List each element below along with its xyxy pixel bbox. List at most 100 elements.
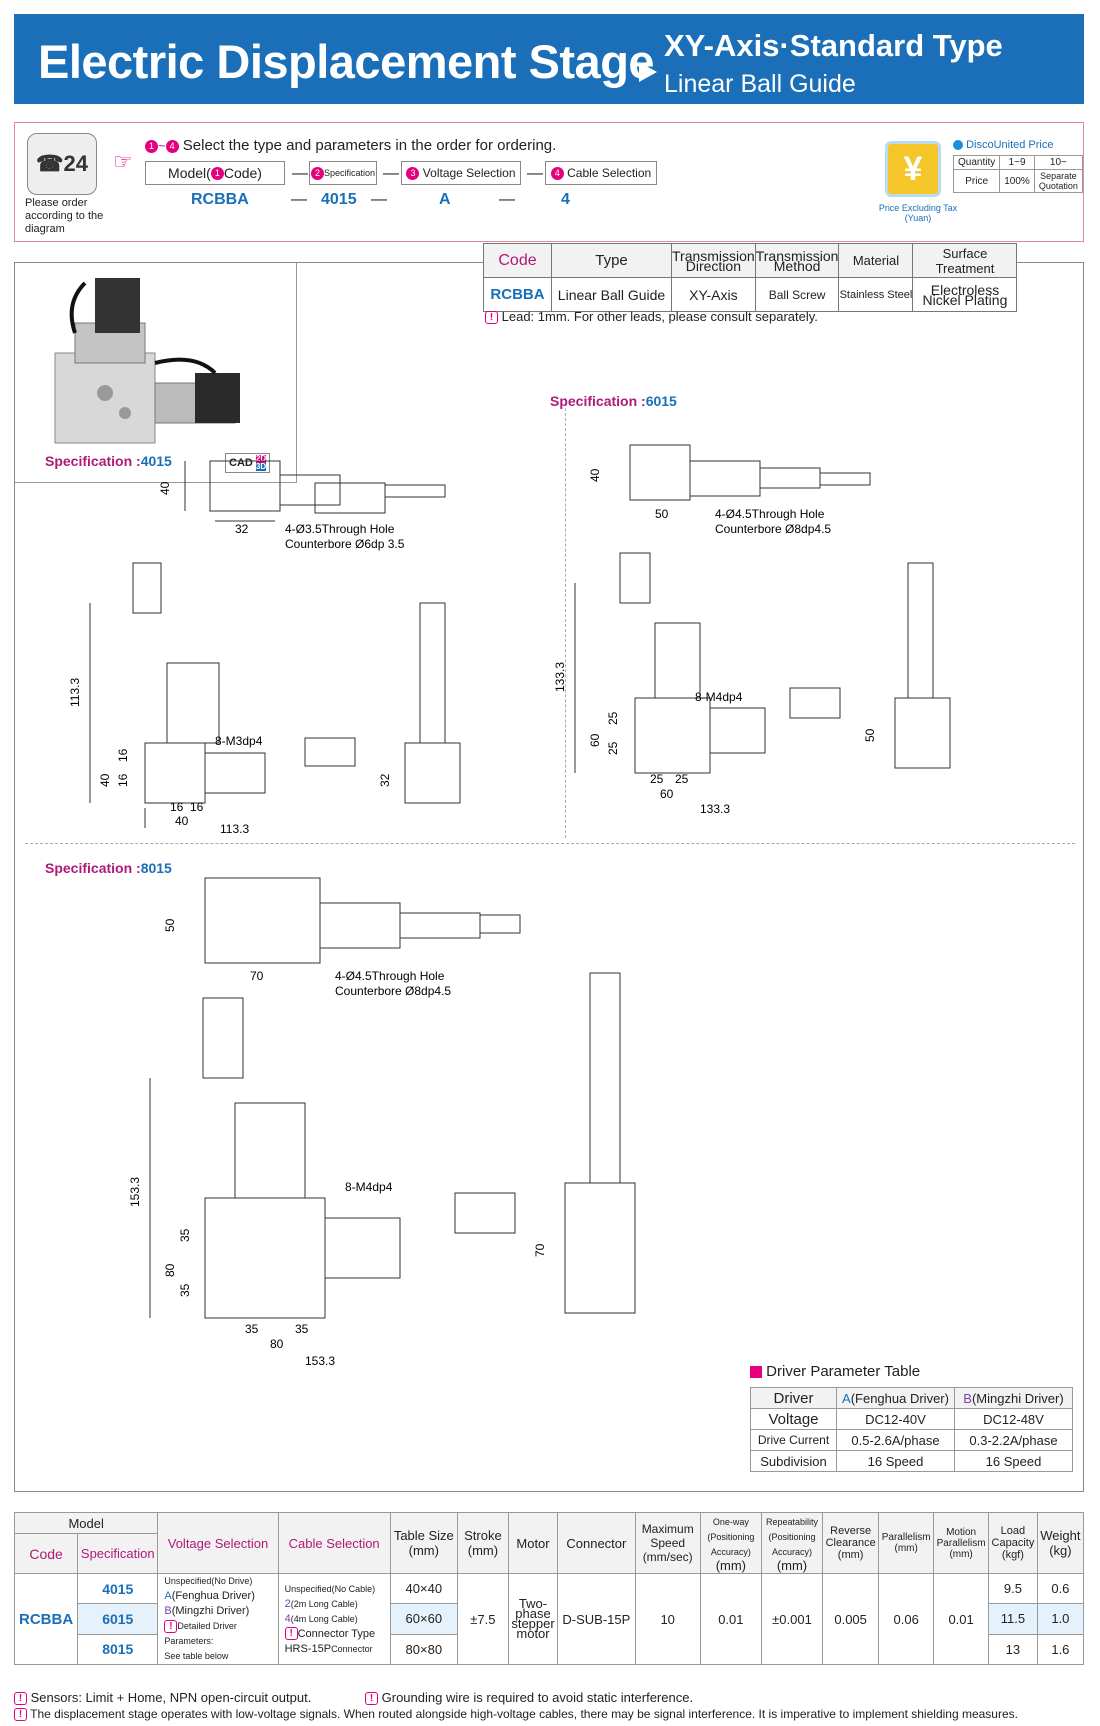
cad-badge[interactable]: CAD 2D 3D <box>225 453 271 473</box>
order-spec-value: 4015 <box>321 191 357 208</box>
type-table: Code Type Transmission Direction Transmi… <box>483 243 1018 312</box>
arrow-right-icon <box>639 62 657 82</box>
dash: — <box>371 191 387 208</box>
svg-text:16: 16 <box>116 748 130 762</box>
info-icon: ! <box>365 1692 378 1706</box>
info-icon: ! <box>14 1692 27 1706</box>
note-grounding: ! Grounding wire is required to avoid st… <box>365 1690 693 1706</box>
product-photo <box>54 278 240 444</box>
svg-text:25: 25 <box>675 772 689 786</box>
dash: — <box>527 165 543 182</box>
svg-text:4-Ø4.5Through Hole: 4-Ø4.5Through Hole <box>335 969 445 983</box>
order-note: Please order according to the diagram <box>25 197 104 235</box>
spec-4015-title: Specification :4015 <box>45 453 172 469</box>
pointing-hand-icon: ☞ <box>113 149 133 174</box>
step-icon: 4 <box>165 139 179 153</box>
svg-text:35: 35 <box>295 1322 309 1336</box>
svg-text:32: 32 <box>378 773 392 787</box>
svg-text:35: 35 <box>178 1228 192 1242</box>
spec-6015-drawing: 40 50 4-Ø4.5Through Hole Counterbore Ø8d… <box>553 444 951 816</box>
order-guide: ☎24 Please order according to the diagra… <box>14 122 1084 242</box>
lead-note: ! Lead: 1mm. For other leads, please con… <box>485 309 818 325</box>
square-icon <box>750 1366 762 1379</box>
svg-text:32: 32 <box>235 522 249 536</box>
order-cable-value: 4 <box>561 191 570 208</box>
main-section: CAD 2D 3D Code Type Transmission Directi… <box>14 243 1084 1492</box>
svg-text:16: 16 <box>170 800 184 814</box>
svg-text:8-M4dp4: 8-M4dp4 <box>345 1180 393 1194</box>
spec-table: Model Voltage Selection Cable Selection … <box>13 1511 1085 1666</box>
svg-text:35: 35 <box>178 1283 192 1297</box>
spec-8015-title: Specification :8015 <box>45 860 172 876</box>
svg-text:40: 40 <box>175 814 189 828</box>
svg-text:25: 25 <box>606 741 620 755</box>
svg-text:133.3: 133.3 <box>700 802 730 816</box>
svg-text:8-M4dp4: 8-M4dp4 <box>695 690 743 704</box>
svg-text:50: 50 <box>863 728 877 742</box>
svg-text:113.3: 113.3 <box>68 678 82 707</box>
info-icon: ! <box>14 1708 27 1722</box>
tax-note: Price Excluding Tax (Yuan) <box>878 203 958 223</box>
spec-8015-drawing: 50 70 4-Ø4.5Through Hole Counterbore Ø8d… <box>128 877 636 1368</box>
svg-text:80: 80 <box>163 1263 177 1277</box>
phone-24-icon: ☎24 <box>27 133 97 195</box>
info-icon: ! <box>164 1619 178 1633</box>
svg-text:40: 40 <box>588 468 602 482</box>
svg-text:16: 16 <box>116 773 130 787</box>
dot-icon <box>953 140 963 151</box>
svg-text:113.3: 113.3 <box>220 822 249 833</box>
svg-text:60: 60 <box>660 787 674 801</box>
svg-text:133.3: 133.3 <box>553 662 567 692</box>
cable-box: 4 Cable Selection <box>545 161 657 185</box>
page-subtitle-2: Linear Ball Guide <box>664 70 856 98</box>
svg-text:40: 40 <box>98 773 112 787</box>
svg-text:60: 60 <box>588 733 602 747</box>
svg-text:153.3: 153.3 <box>128 1177 142 1207</box>
divider <box>565 398 566 838</box>
driver-table: Driver A(Fenghua Driver) B(Mingzhi Drive… <box>750 1387 1073 1472</box>
dash: — <box>291 191 307 208</box>
info-icon: ! <box>485 311 498 325</box>
svg-text:4-Ø4.5Through Hole: 4-Ø4.5Through Hole <box>715 507 825 521</box>
step-icon: 1 <box>145 139 158 153</box>
divider <box>25 843 1075 844</box>
svg-text:Counterbore Ø6dp 3.5: Counterbore Ø6dp 3.5 <box>285 537 405 551</box>
svg-text:Counterbore Ø8dp4.5: Counterbore Ø8dp4.5 <box>335 984 451 998</box>
dash: — <box>383 165 399 182</box>
order-code-value: RCBBA <box>191 191 249 208</box>
driver-table-title: Driver Parameter Table <box>750 1363 1080 1380</box>
dash: — <box>499 191 515 208</box>
svg-text:8-M3dp4: 8-M3dp4 <box>215 734 263 748</box>
svg-text:25: 25 <box>606 711 620 725</box>
page-header: Electric Displacement Stage XY-Axis·Stan… <box>14 14 1084 104</box>
info-icon: ! <box>284 1627 298 1641</box>
svg-text:25: 25 <box>650 772 664 786</box>
page-title: Electric Displacement Stage <box>38 35 655 88</box>
svg-text:153.3: 153.3 <box>305 1354 335 1368</box>
svg-text:4-Ø3.5Through Hole: 4-Ø3.5Through Hole <box>285 522 395 536</box>
yen-icon: ¥ <box>885 141 941 197</box>
note-sensors: ! Sensors: Limit + Home, NPN open-circui… <box>14 1690 311 1706</box>
svg-text:40: 40 <box>158 481 172 495</box>
price-title: DiscoUnited Price <box>953 139 1053 151</box>
dash: — <box>292 165 308 182</box>
svg-text:80: 80 <box>270 1337 284 1351</box>
svg-text:Counterbore Ø8dp4.5: Counterbore Ø8dp4.5 <box>715 522 831 536</box>
svg-text:50: 50 <box>655 507 669 521</box>
svg-text:70: 70 <box>250 969 264 983</box>
svg-text:50: 50 <box>163 918 177 932</box>
voltage-box: 3 Voltage Selection <box>401 161 521 185</box>
svg-text:70: 70 <box>533 1243 547 1257</box>
spec-4015-drawing: 40 32 4-Ø3.5Through Hole Counterbore Ø6d… <box>68 460 461 833</box>
page-subtitle: XY-Axis·Standard Type <box>664 28 1003 63</box>
svg-text:16: 16 <box>190 800 204 814</box>
note-voltage: ! The displacement stage operates with l… <box>14 1707 1018 1722</box>
spec-6015-title: Specification :6015 <box>550 393 677 409</box>
order-voltage-value: A <box>439 191 451 208</box>
svg-text:35: 35 <box>245 1322 259 1336</box>
order-instruction: 1~4 Select the type and parameters in th… <box>145 137 556 154</box>
product-photo-panel: CAD 2D 3D <box>15 263 297 483</box>
